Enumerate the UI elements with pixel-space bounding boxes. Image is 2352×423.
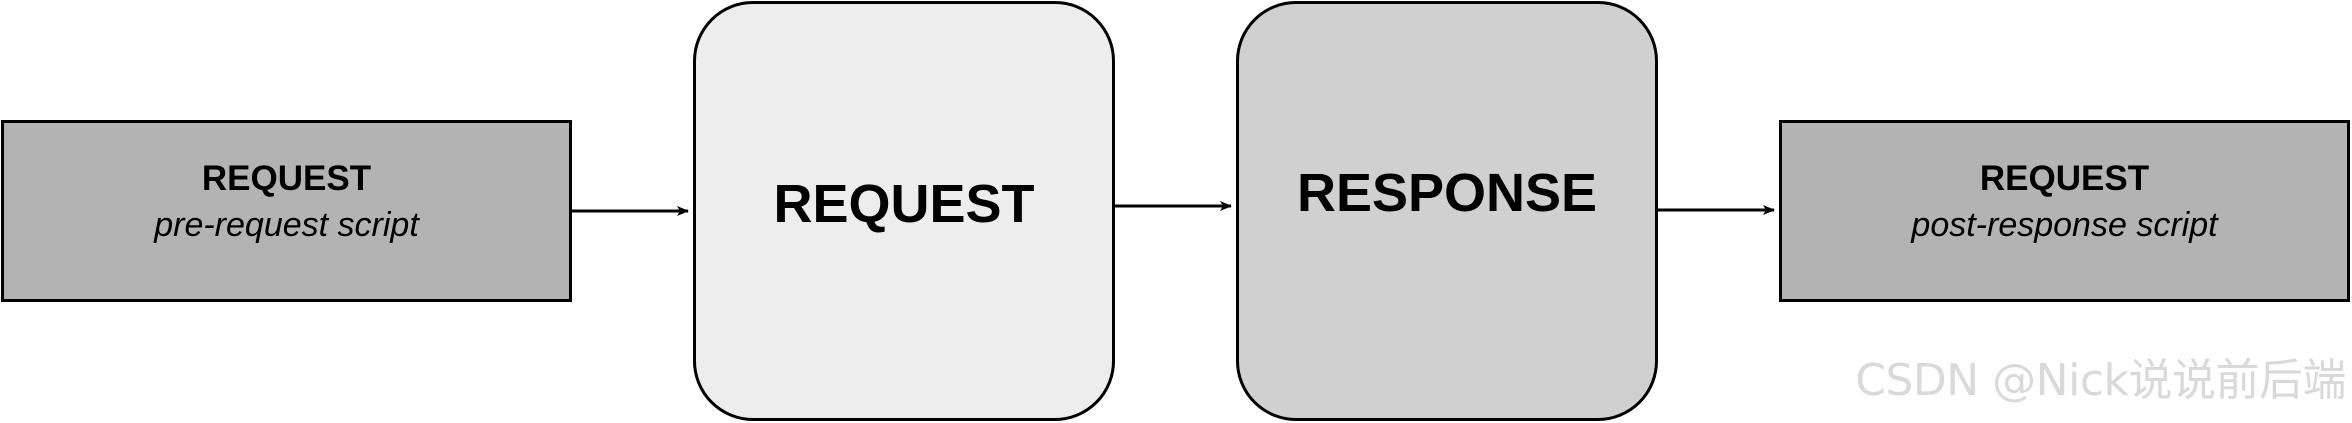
request-node: REQUEST: [693, 1, 1115, 421]
pre-request-node-title: REQUEST: [201, 159, 372, 198]
post-response-node-content: REQUEST post-response script: [1911, 157, 2217, 249]
post-response-node-title: REQUEST: [1979, 159, 2150, 198]
post-response-node-subtitle: post-response script: [1911, 206, 2218, 244]
pre-request-node-subtitle: pre-request script: [154, 206, 419, 244]
pre-request-node-content: REQUEST pre-request script: [154, 157, 419, 249]
response-node: RESPONSE: [1236, 1, 1658, 421]
pre-request-node: REQUEST pre-request script: [1, 120, 572, 302]
response-node-title: RESPONSE: [1296, 163, 1598, 223]
request-node-title: REQUEST: [773, 174, 1035, 234]
csdn-watermark: CSDN @Nick说说前后端: [1855, 355, 2346, 406]
post-response-node: REQUEST post-response script: [1779, 120, 2350, 302]
